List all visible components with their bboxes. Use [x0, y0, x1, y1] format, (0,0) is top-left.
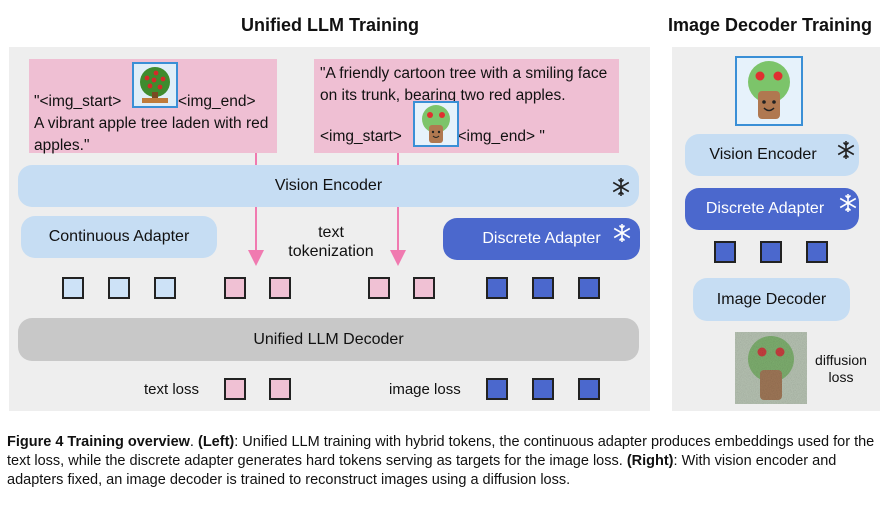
continuous-adapter: Continuous Adapter — [21, 216, 217, 258]
image-decoder: Image Decoder — [693, 278, 850, 321]
unified-llm-decoder-label: Unified LLM Decoder — [253, 330, 404, 348]
text-tokenization-label: text tokenization — [288, 224, 374, 260]
caption-lead: Figure 4 Training overview — [7, 434, 190, 450]
image-loss-token — [532, 378, 554, 400]
image-loss-token — [486, 378, 508, 400]
apple-tree-image — [132, 62, 178, 108]
discrete-adapter-left-label: Discrete Adapter — [482, 230, 601, 247]
prompt-box-2: "A friendly cartoon tree with a smiling … — [314, 59, 619, 153]
img-start-token: "<img_start> — [34, 93, 122, 110]
text-loss-token — [269, 378, 291, 400]
caption-right-tag: (Right) — [626, 453, 674, 469]
unified-llm-decoder: Unified LLM Decoder — [18, 318, 639, 361]
discrete-adapter-right-label: Discrete Adapter — [705, 200, 825, 217]
cartoon-tree-input-image — [735, 56, 803, 126]
text-loss-token — [224, 378, 246, 400]
text-token — [269, 277, 291, 299]
discrete-token — [486, 277, 508, 299]
img-start-token-2: <img_start> — [320, 128, 402, 145]
text-token — [368, 277, 390, 299]
noisy-tree-image — [735, 332, 807, 404]
text-token — [413, 277, 435, 299]
image-loss-token — [578, 378, 600, 400]
continuous-token — [62, 277, 84, 299]
discrete-adapter-right: Discrete Adapter — [685, 188, 859, 230]
snowflake-icon — [839, 194, 857, 212]
img-end-token: <img_end> — [177, 93, 256, 110]
caption-right-text: : With vision encoder and adapters fixed… — [7, 453, 837, 488]
diffusion-loss-label: diffusion loss — [815, 352, 867, 385]
discrete-token-right — [760, 241, 782, 263]
snowflake-icon — [612, 178, 630, 196]
snowflake-icon — [613, 224, 631, 242]
continuous-adapter-label: Continuous Adapter — [48, 228, 190, 245]
discrete-token-right — [806, 241, 828, 263]
discrete-token — [578, 277, 600, 299]
image-decoder-label: Image Decoder — [716, 290, 827, 308]
discrete-token-right — [714, 241, 736, 263]
prompt-2-text: "A friendly cartoon tree with a smiling … — [320, 65, 608, 104]
figure-caption: Figure 4 Training overview. (Left): Unif… — [7, 434, 875, 488]
vision-encoder-right: Vision Encoder — [685, 134, 859, 176]
cartoon-tree-image — [413, 101, 459, 147]
continuous-token — [108, 277, 130, 299]
img-end-token-2: <img_end> " — [457, 128, 545, 145]
caption-left-text: : Unified LLM training with hybrid token… — [7, 434, 875, 469]
continuous-token — [154, 277, 176, 299]
caption-left-tag: (Left) — [197, 434, 235, 450]
vision-encoder-left-label: Vision Encoder — [274, 177, 383, 194]
text-loss-label: text loss — [144, 381, 200, 398]
discrete-token — [532, 277, 554, 299]
vision-encoder-left: Vision Encoder — [18, 165, 639, 207]
image-loss-label: image loss — [389, 381, 461, 398]
prompt-box-1: "<img_start> <img_end> A vibrant apple t… — [29, 59, 277, 154]
vision-encoder-right-label: Vision Encoder — [709, 146, 817, 163]
text-token — [224, 277, 246, 299]
left-title: Unified LLM Training — [241, 15, 419, 35]
snowflake-icon — [837, 141, 855, 159]
prompt-1-text: A vibrant apple tree laden with red appl… — [34, 115, 269, 154]
discrete-adapter-left: Discrete Adapter — [443, 218, 640, 260]
right-title: Image Decoder Training — [667, 15, 873, 35]
